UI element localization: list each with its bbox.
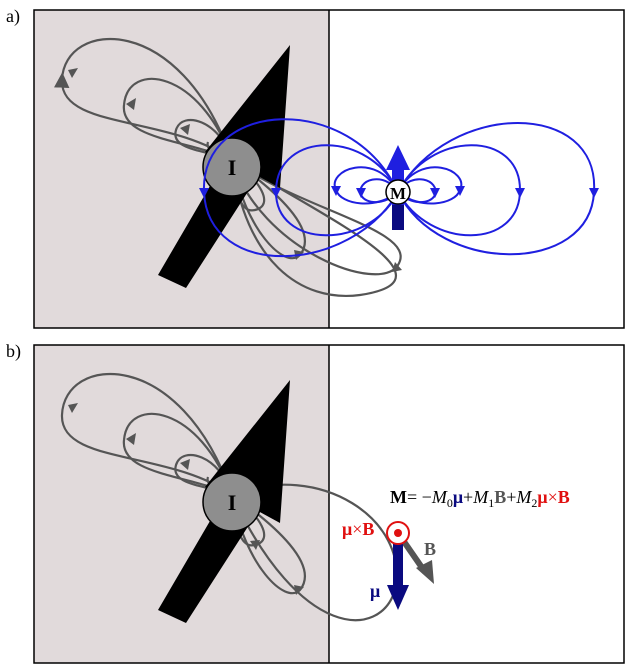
field-line bbox=[230, 159, 398, 298]
field-line bbox=[122, 412, 234, 496]
field-arrowhead bbox=[68, 68, 78, 78]
field-arrowhead bbox=[68, 403, 78, 413]
panel-b-impurity-circle bbox=[202, 472, 262, 532]
eq-times: × bbox=[548, 487, 558, 507]
field-line bbox=[122, 77, 234, 161]
b-arrow-label: B bbox=[424, 539, 436, 559]
field-line bbox=[174, 453, 234, 497]
field-arrowhead bbox=[271, 188, 281, 198]
eq-m2-sub: 2 bbox=[531, 496, 537, 510]
field-arrowhead bbox=[455, 186, 465, 196]
panel-b: b) I M= −M0μ+M1B+M2μ×B bbox=[6, 341, 625, 664]
mu-cross-b-mu: μ bbox=[342, 519, 352, 539]
mu-cross-b-b: B bbox=[362, 519, 374, 539]
panel-b-equation: M= −M0μ+M1B+M2μ×B bbox=[390, 487, 570, 510]
eq-b2: B bbox=[558, 487, 570, 507]
field-line bbox=[60, 372, 234, 496]
mu-cross-b-times: × bbox=[352, 519, 362, 539]
field-line bbox=[54, 37, 234, 161]
eq-m1-sub: 1 bbox=[488, 496, 494, 510]
eq-plus1: + bbox=[463, 487, 473, 507]
mu-arrow-shaft bbox=[393, 540, 403, 590]
eq-mu2: μ bbox=[537, 487, 547, 507]
eq-m0: M bbox=[431, 487, 448, 507]
panel-a-moment-circle bbox=[385, 179, 411, 205]
field-line bbox=[397, 122, 596, 256]
panel-a-blue-field-lines bbox=[199, 118, 599, 258]
eq-m0-sub: 0 bbox=[447, 496, 453, 510]
field-arrowhead bbox=[180, 459, 190, 470]
field-arrowhead bbox=[515, 188, 525, 198]
panel-a-impurity-circle bbox=[202, 137, 262, 197]
field-arrowhead bbox=[430, 188, 440, 198]
out-of-plane-dot bbox=[394, 529, 402, 537]
field-line bbox=[174, 118, 234, 162]
panel-a-moment-arrow-tail bbox=[392, 205, 404, 230]
panel-a-label: a) bbox=[6, 6, 20, 27]
eq-mu1: μ bbox=[453, 487, 463, 507]
b-arrow-head bbox=[416, 560, 434, 584]
field-arrowhead bbox=[331, 186, 341, 196]
eq-m2: M bbox=[515, 487, 532, 507]
eq-lhs: M bbox=[390, 487, 407, 507]
field-arrowhead bbox=[294, 585, 304, 595]
panel-a: a) I bbox=[6, 6, 625, 329]
mu-arrow-head bbox=[387, 585, 409, 610]
field-arrowhead bbox=[199, 188, 209, 198]
field-arrowhead bbox=[180, 124, 190, 135]
eq-plus2: + bbox=[506, 487, 516, 507]
eq-equals: = − bbox=[407, 487, 432, 507]
field-arrowhead bbox=[589, 188, 599, 198]
panel-b-label: b) bbox=[6, 341, 21, 362]
field-line bbox=[230, 159, 402, 276]
eq-b1: B bbox=[494, 487, 506, 507]
field-arrowhead bbox=[126, 98, 136, 110]
panel-b-impurity-label: I bbox=[228, 490, 237, 515]
eq-m1: M bbox=[472, 487, 489, 507]
mu-arrow-label: μ bbox=[370, 581, 380, 601]
field-arrowhead bbox=[126, 433, 136, 445]
field-arrowhead bbox=[356, 188, 366, 198]
field-arrowhead bbox=[250, 540, 260, 550]
mu-cross-b-label: μ×B bbox=[342, 519, 374, 539]
panel-a-moment-label: M bbox=[390, 184, 406, 203]
panel-a-impurity-label: I bbox=[228, 155, 237, 180]
field-arrowhead bbox=[392, 262, 402, 272]
